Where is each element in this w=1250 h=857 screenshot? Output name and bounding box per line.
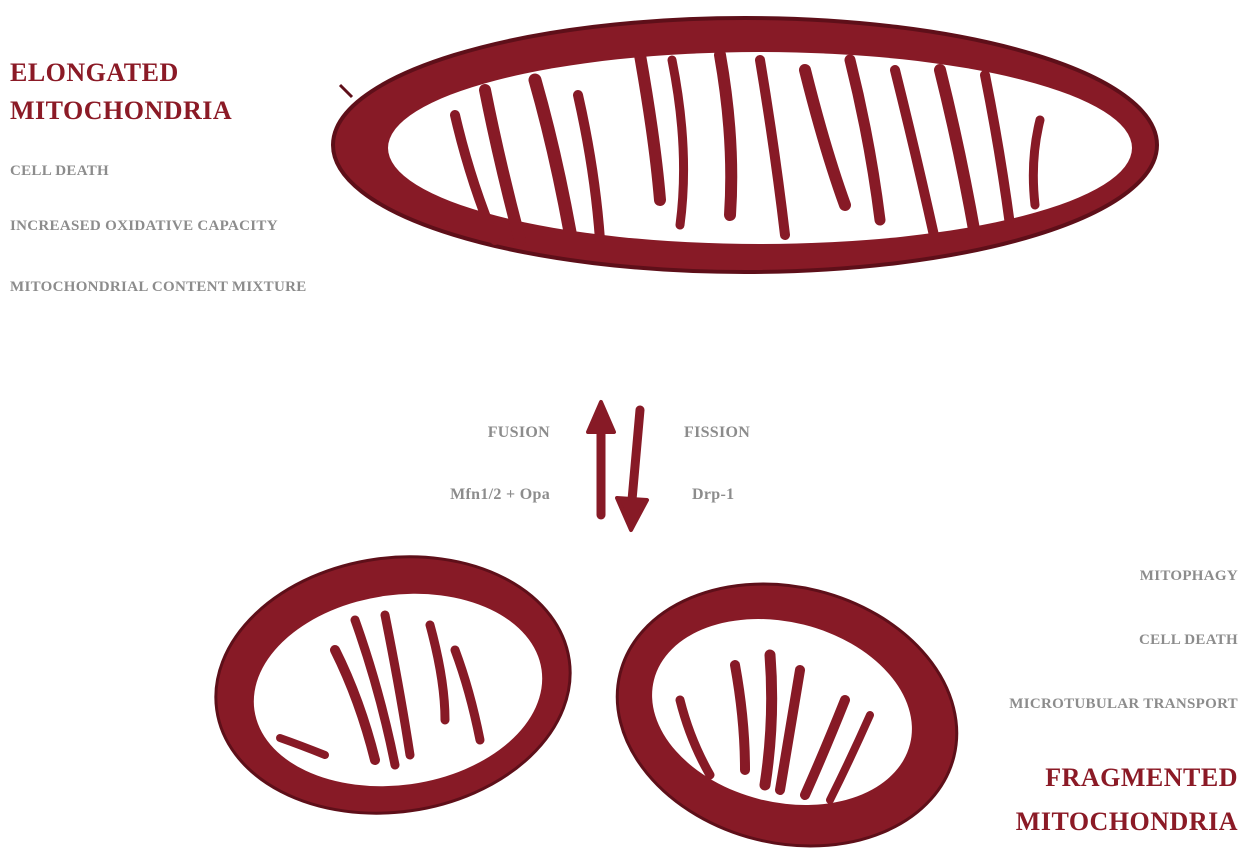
elongated-mitochondrion: [333, 18, 1157, 272]
elongated-title-line1: ELONGATED: [10, 54, 232, 92]
fragmented-mitochondrion-right: [589, 549, 985, 857]
fragmented-function-cell-death: CELL DEATH: [1139, 632, 1238, 649]
fragmented-title-line2: MITOCHONDRIA: [1016, 800, 1238, 844]
elongated-stub: [340, 85, 352, 97]
fusion-label: FUSION: [488, 424, 550, 442]
elongated-title: ELONGATED MITOCHONDRIA: [10, 54, 232, 130]
arrow-down-icon: [617, 410, 647, 530]
fragmented-title: FRAGMENTED MITOCHONDRIA: [1016, 756, 1238, 844]
fusion-proteins: Mfn1/2 + Opa: [450, 486, 550, 504]
elongated-function-cell-death: CELL DEATH: [10, 163, 109, 180]
fission-proteins: Drp-1: [692, 486, 734, 504]
fission-label: FISSION: [684, 424, 750, 442]
arrow-up-icon: [588, 402, 614, 515]
fragmented-function-microtubular-transport: MICROTUBULAR TRANSPORT: [1009, 696, 1238, 713]
fragmented-function-mitophagy: MITOPHAGY: [1140, 568, 1238, 585]
elongated-title-line2: MITOCHONDRIA: [10, 92, 232, 130]
elongated-function-content-mixture: MITOCHONDRIAL CONTENT MIXTURE: [10, 279, 307, 296]
elongated-function-oxidative-capacity: INCREASED OXIDATIVE CAPACITY: [10, 218, 278, 235]
fragmented-title-line1: FRAGMENTED: [1016, 756, 1238, 800]
fragmented-mitochondrion-left: [199, 534, 587, 835]
